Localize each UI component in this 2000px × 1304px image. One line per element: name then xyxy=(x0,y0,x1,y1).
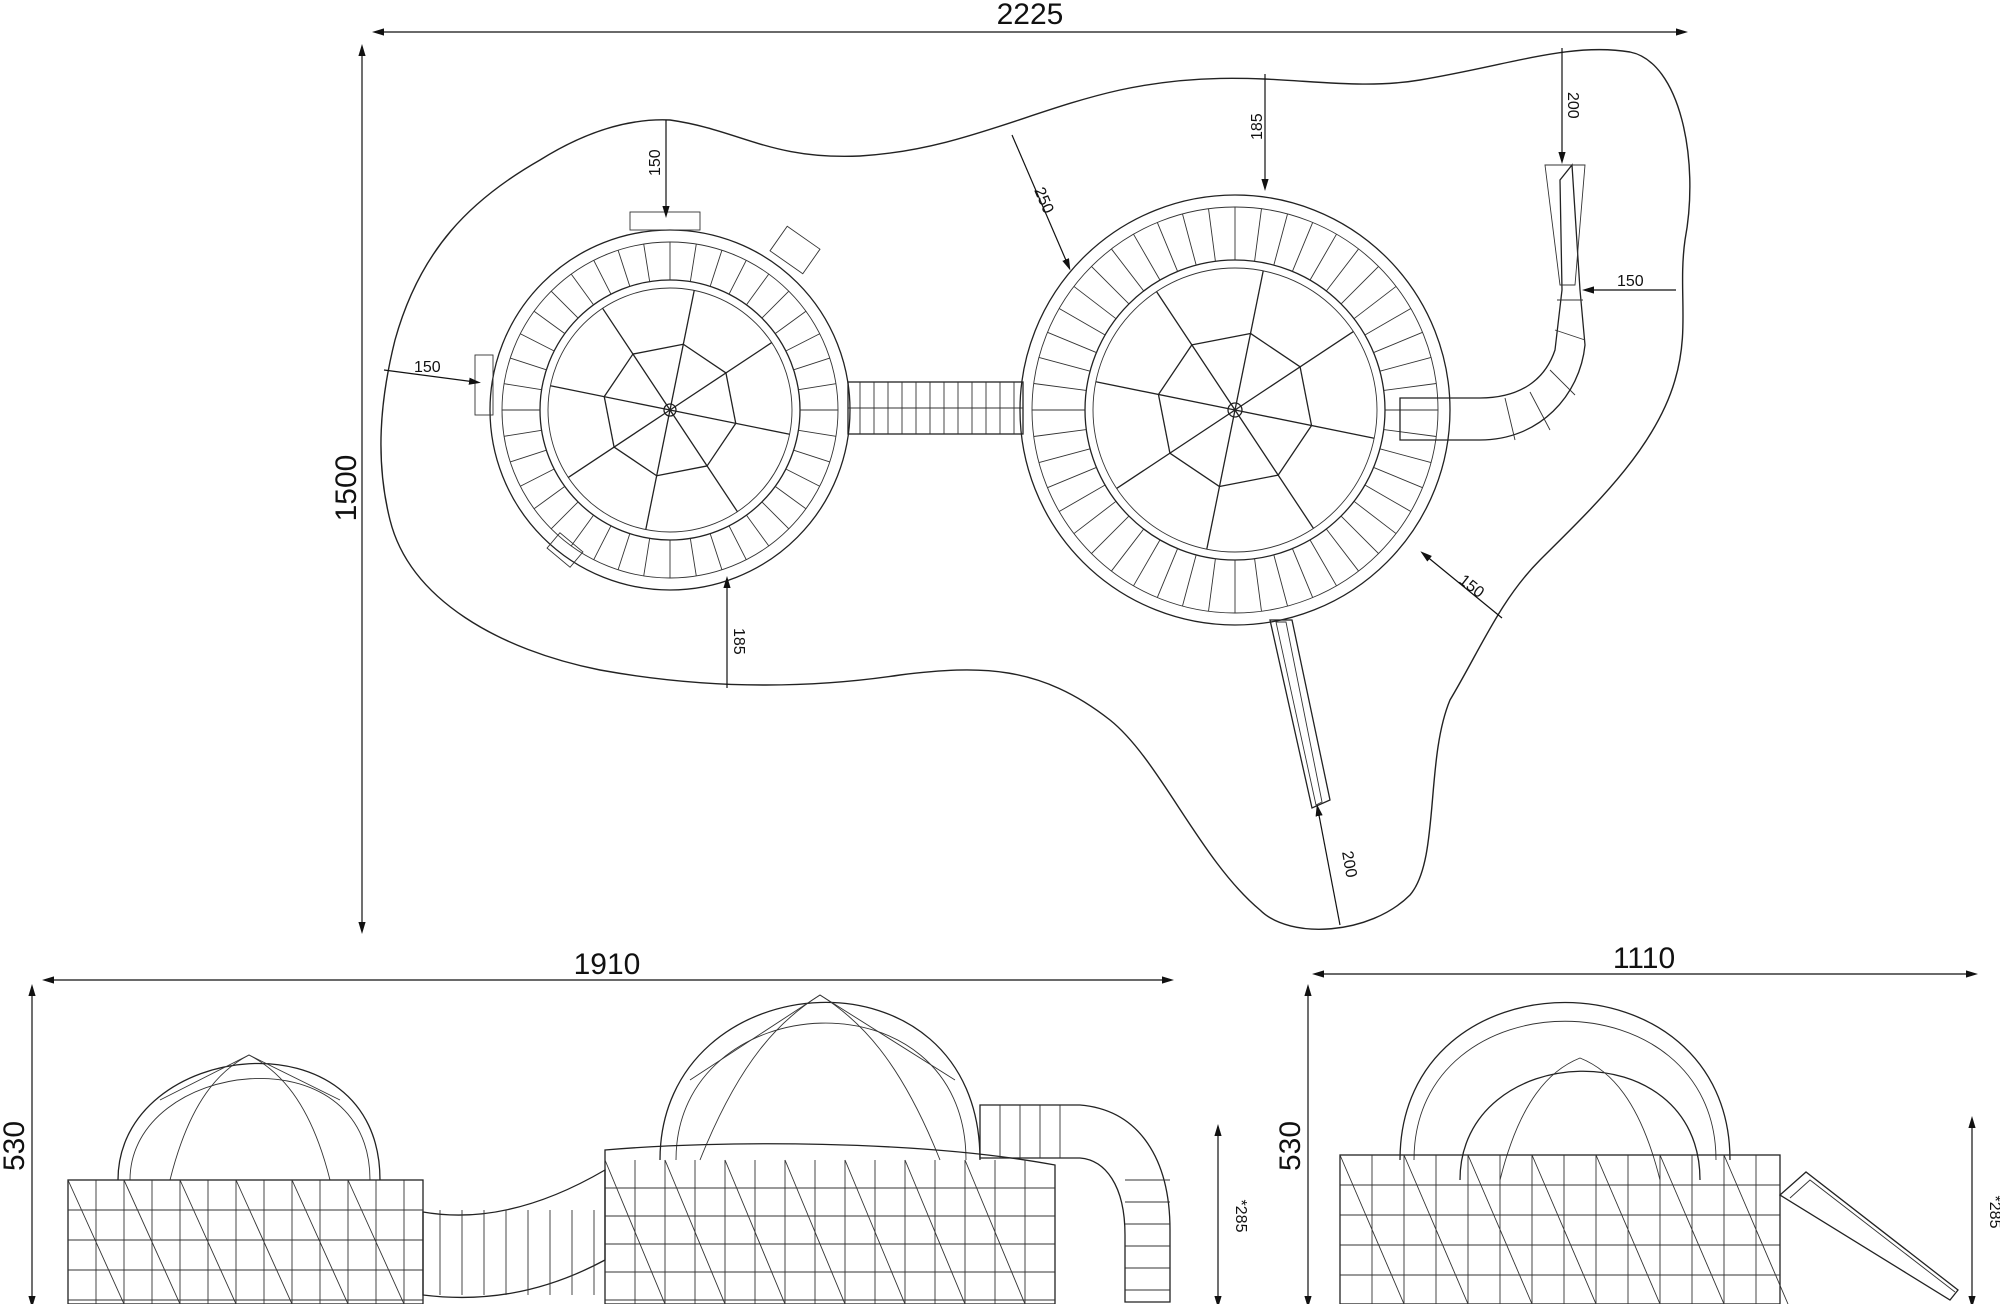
plan-width-label: 2225 xyxy=(997,0,1064,31)
plan-width-dimension: 2225 xyxy=(372,0,1688,36)
clearance-bottom-left: 185 xyxy=(730,628,747,655)
clearance-slide-right: 150 xyxy=(1617,273,1644,290)
clearance-slide-top: 200 xyxy=(1564,92,1581,119)
front-elevation: 1910 530 *285 xyxy=(0,948,1249,1304)
left-dome-plan xyxy=(474,211,851,591)
safety-zone-outline xyxy=(380,48,1691,930)
clearance-left: 150 xyxy=(414,359,441,376)
side-height-label: 530 xyxy=(1274,1121,1307,1171)
tube-slide-plan xyxy=(1399,163,1586,441)
front-platform-label: *285 xyxy=(1232,1200,1249,1233)
side-platform-label: *285 xyxy=(1986,1196,2000,1229)
bridge-plan xyxy=(847,381,1024,435)
plan-depth-label: 1500 xyxy=(330,455,363,522)
side-width-dimension: 1110 xyxy=(1312,942,1978,978)
plan-view: 2225 1500 xyxy=(330,0,1691,934)
clearance-top-left: 150 xyxy=(647,149,664,176)
clearance-slide-bottom: 200 xyxy=(1338,850,1359,879)
clearance-diagonal: 250 xyxy=(1030,185,1056,216)
side-platform-dimension: *285 xyxy=(1968,1116,2000,1304)
plan-depth-dimension: 1500 xyxy=(330,44,366,934)
straight-slide-plan xyxy=(1269,619,1331,809)
clearance-bottom-right: 150 xyxy=(1456,572,1488,602)
right-dome-plan xyxy=(1019,194,1451,626)
front-width-label: 1910 xyxy=(574,948,641,981)
front-height-label: 530 xyxy=(0,1121,31,1171)
clearance-dimensions: 150 150 185 250 185 200 150 150 200 xyxy=(383,48,1676,926)
clearance-top-right: 185 xyxy=(1249,113,1266,140)
front-width-dimension: 1910 xyxy=(42,948,1174,984)
front-height-dimension: 530 xyxy=(0,984,36,1304)
front-platform-dimension: *285 xyxy=(1214,1124,1249,1304)
side-elevation: 1110 530 *285 xyxy=(1274,942,2000,1304)
side-height-dimension: 530 xyxy=(1274,984,1312,1304)
side-width-label: 1110 xyxy=(1613,942,1675,975)
